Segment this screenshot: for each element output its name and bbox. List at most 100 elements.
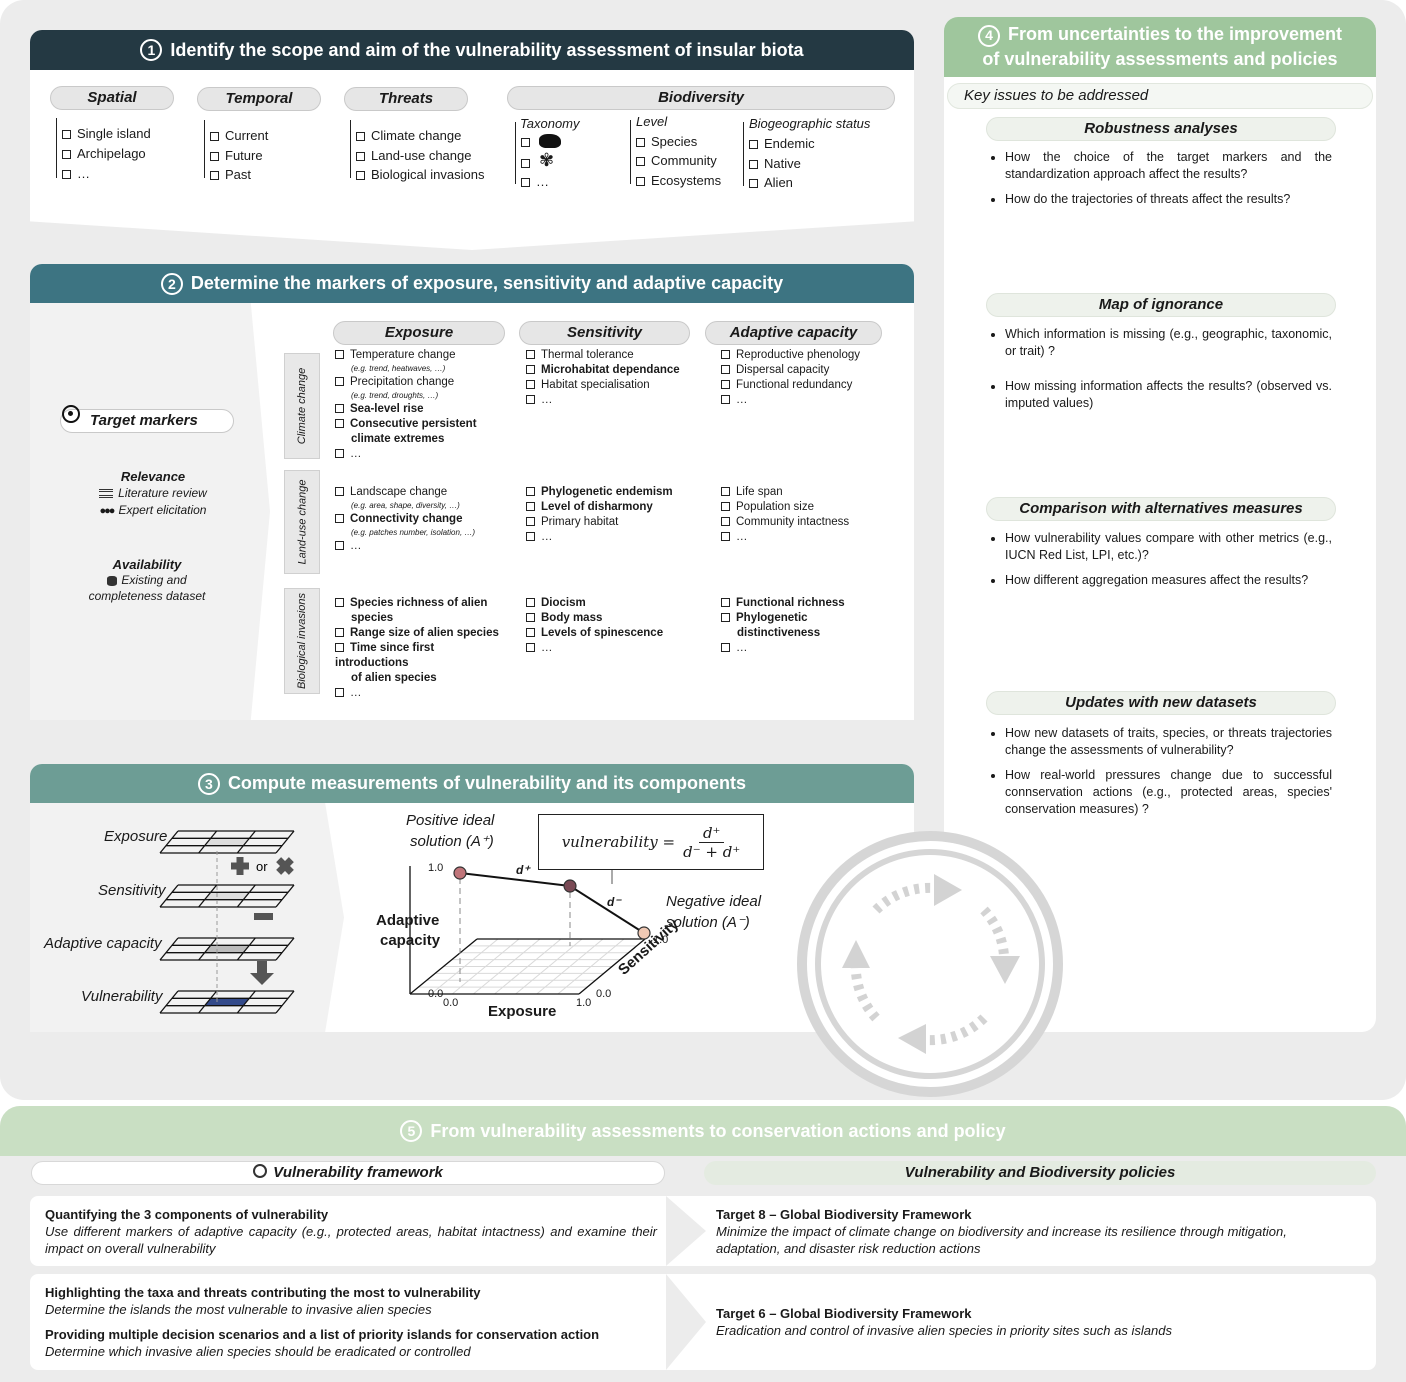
- cycle-icon: [797, 831, 1063, 1097]
- marker-item: Microhabitat dependance: [526, 363, 701, 378]
- checkbox-icon: [335, 688, 344, 698]
- marker-item: Community intactness: [721, 515, 896, 530]
- list-item: How missing information affects the resu…: [1005, 378, 1332, 412]
- temporal-label: Temporal: [197, 87, 321, 111]
- checkbox-icon: [721, 517, 730, 527]
- group-ignorance-list: Which information is missing (e.g., geog…: [987, 326, 1332, 420]
- checkbox-icon: [335, 377, 344, 387]
- topsis-diagram: [409, 866, 651, 995]
- plant-icon: ✾: [539, 150, 555, 170]
- down-arrow-icon: [250, 961, 274, 985]
- checkbox-icon: [526, 502, 535, 512]
- list-item: Alien: [749, 173, 793, 193]
- framework-box-2-left: Highlighting the taxa and threats contri…: [45, 1284, 657, 1360]
- checkbox-icon: [721, 487, 730, 497]
- checkbox-icon: [721, 643, 730, 653]
- floor-gridline: [515, 938, 583, 995]
- checkbox-icon: [721, 350, 730, 360]
- marker-item: …: [335, 539, 510, 554]
- alternative-point: [563, 879, 577, 893]
- key-issues-bar: [947, 83, 1373, 109]
- list-item: Archipelago: [62, 144, 146, 164]
- climate-exposure-list: Temperature change(e.g. trend, heatwaves…: [335, 348, 510, 462]
- framework-head: Vulnerability framework: [31, 1161, 665, 1185]
- policies-head: Vulnerability and Biodiversity policies: [704, 1161, 1376, 1185]
- list-item: Biological invasions: [356, 165, 484, 185]
- group-updates-title: Updates with new datasets: [986, 691, 1336, 715]
- list-item: Endemic: [749, 134, 815, 154]
- framework-icon: [253, 1164, 268, 1178]
- layer-stack-diagram: or: [159, 830, 295, 1014]
- availability-title: Availability: [112, 557, 182, 572]
- marker-item: Sea-level rise: [335, 402, 510, 417]
- marker-item: Range size of alien species: [335, 626, 510, 641]
- biodiversity-label: Biodiversity: [507, 86, 895, 110]
- section-4-title-b: of vulnerability assessments and policie…: [982, 49, 1338, 69]
- checkbox-icon: [335, 404, 344, 414]
- checkbox-icon: [526, 517, 535, 527]
- checkbox-icon: [721, 598, 730, 608]
- checkbox-icon: [526, 613, 535, 623]
- plus-icon: [231, 857, 249, 875]
- checkbox-icon: [335, 643, 344, 653]
- marker-item: Life span: [721, 485, 896, 500]
- list-item: Species: [636, 132, 697, 152]
- key-issues-label: Key issues to be addressed: [964, 87, 1149, 104]
- marker-item: Precipitation change: [335, 375, 510, 390]
- layer-label-vulnerability: Vulnerability: [81, 988, 163, 1005]
- marker-item: Consecutive persistent: [335, 417, 510, 432]
- col-sensitivity: Sensitivity: [519, 321, 690, 345]
- section-2-left-shade: [30, 303, 270, 720]
- marker-item: (e.g. patches number, isolation, …): [351, 528, 476, 537]
- spatial-label: Spatial: [50, 86, 174, 110]
- layer-label-adaptive: Adaptive capacity: [44, 935, 162, 952]
- marker-item: Diocism: [526, 596, 701, 611]
- negative-ideal-point: [637, 926, 651, 940]
- availability-a: Existing and: [54, 573, 240, 587]
- section-3-header: 3 Compute measurements of vulnerability …: [30, 764, 914, 803]
- marker-item: …: [721, 393, 896, 408]
- section-2-title: Determine the markers of exposure, sensi…: [190, 273, 784, 293]
- x-axis-label: Exposure: [488, 1003, 557, 1020]
- checkbox-icon: [526, 350, 535, 360]
- level-label: Level: [636, 114, 668, 129]
- negative-ideal-label-a: Negative ideal: [666, 893, 762, 910]
- y-axis-label-a: Adaptive: [376, 912, 440, 929]
- floor-gridline: [536, 938, 604, 995]
- marker-item: of alien species: [351, 672, 437, 684]
- marker-item: …: [526, 393, 701, 408]
- step-1-number: 1: [140, 39, 163, 61]
- mammal-icon: [539, 134, 561, 148]
- checkbox-icon: [721, 365, 730, 375]
- dminus-label: d⁻: [607, 895, 621, 909]
- marker-item: Phylogenetic: [721, 611, 896, 626]
- tick-x-10: 1.0: [576, 997, 592, 1009]
- layer-label-sensitivity: Sensitivity: [98, 882, 166, 899]
- marker-item: Connectivity change: [335, 512, 510, 527]
- list-item: How do the trajectories of threats affec…: [1005, 191, 1332, 208]
- list-item: Land-use change: [356, 146, 471, 166]
- layer-grid: [159, 830, 295, 854]
- list-item: …: [62, 164, 90, 184]
- policy-target-6: Target 6 – Global Biodiversity Framework…: [716, 1305, 1346, 1339]
- checkbox-icon: [335, 449, 344, 459]
- formula-box: vulnerability = d⁺ d⁻ + d⁺: [538, 814, 764, 870]
- biogeo-label: Biogeographic status: [749, 116, 871, 131]
- list-item: How different aggregation measures affec…: [1005, 572, 1332, 589]
- floor-gridline: [557, 938, 625, 995]
- step-5-number: 5: [400, 1120, 423, 1142]
- layer-grid: [159, 990, 295, 1014]
- books-icon: [99, 489, 114, 499]
- checkbox-icon: [526, 380, 535, 390]
- group-updates-list: How new datasets of traits, species, or …: [987, 725, 1332, 826]
- checkbox-icon: [335, 514, 344, 524]
- marker-item: …: [335, 686, 510, 701]
- marker-item: Levels of spinescence: [526, 626, 701, 641]
- availability-b: completeness dataset: [88, 589, 206, 603]
- checkbox-icon: [335, 541, 344, 551]
- multiply-icon: [276, 857, 294, 875]
